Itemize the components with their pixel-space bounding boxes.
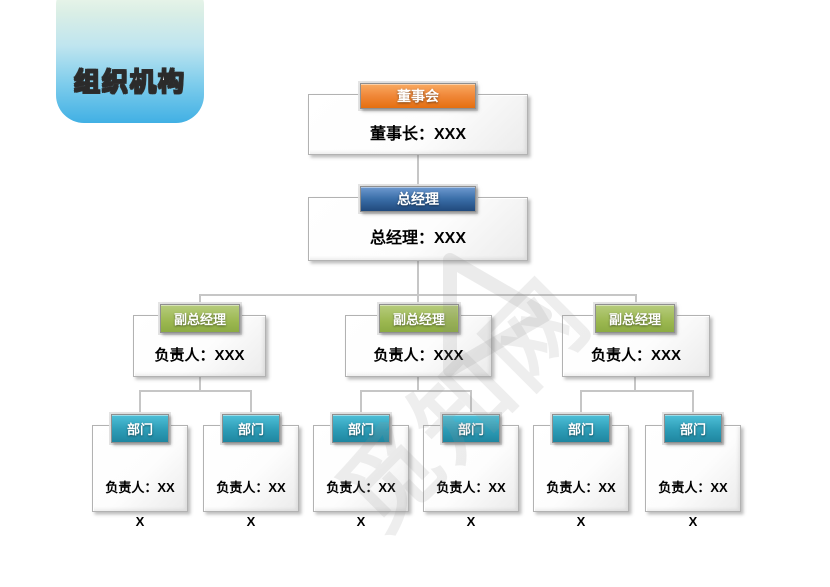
connector-line — [199, 294, 201, 305]
node-dept-tab: 部门 — [332, 414, 390, 443]
node-dept-title: 部门 — [347, 422, 374, 437]
node-dept-title: 部门 — [126, 422, 153, 437]
node-deputy-detail: 负责人：XXX — [373, 346, 464, 364]
connector-line — [250, 390, 252, 415]
node-dept-tab: 部门 — [111, 414, 169, 443]
connector-line — [199, 377, 201, 391]
connector-line — [417, 294, 419, 305]
node-dept-detail: 负责人：XX — [105, 480, 175, 495]
node-deputy-tab: 副总经理 — [160, 304, 240, 333]
node-deputy-detail: 负责人：XXX — [590, 346, 681, 364]
node-deputy-detail: 负责人：XXX — [154, 346, 245, 364]
node-dept-tab: 部门 — [664, 414, 722, 443]
node-deputy-tab: 副总经理 — [595, 304, 675, 333]
connector-line — [692, 390, 694, 415]
title-badge: 组织机构 — [56, 0, 204, 123]
node-dept-tab: 部门 — [442, 414, 500, 443]
node-dept-detail: 负责人：XX — [436, 480, 506, 495]
node-dept-title: 部门 — [237, 422, 264, 437]
connector-line — [139, 390, 141, 415]
node-dept-detail-overflow: X — [246, 514, 256, 529]
connector-line — [417, 155, 419, 187]
connector-line — [580, 390, 582, 415]
connector-line — [580, 390, 694, 392]
node-gm-tab: 总经理 — [360, 186, 476, 212]
node-gm-title: 总经理 — [397, 191, 439, 207]
node-deputy-tab: 副总经理 — [379, 304, 459, 333]
node-dept-tab: 部门 — [552, 414, 610, 443]
node-dept-detail: 负责人：XX — [658, 480, 728, 495]
page-title: 组织机构 — [73, 66, 186, 97]
node-dept-title: 部门 — [679, 422, 706, 437]
node-dept-detail-overflow: X — [135, 514, 145, 529]
connector-line — [635, 294, 637, 305]
node-board-title: 董事会 — [397, 88, 439, 104]
node-dept-detail-overflow: X — [688, 514, 698, 529]
connector-line — [139, 390, 252, 392]
node-dept-detail: 负责人：XX — [216, 480, 286, 495]
node-dept-detail-overflow: X — [466, 514, 476, 529]
connector-line — [634, 377, 636, 391]
connector-line — [470, 390, 472, 415]
node-dept-body: 负责人：XX X — [533, 425, 629, 529]
node-dept-detail-overflow: X — [356, 514, 366, 529]
node-dept-title: 部门 — [567, 422, 594, 437]
node-dept-detail: 负责人：XX — [546, 480, 616, 495]
node-gm-detail: 总经理：XXX — [369, 230, 467, 247]
node-dept-detail: 负责人：XX — [326, 480, 396, 495]
connector-line — [417, 377, 419, 391]
node-dept-title: 部门 — [457, 422, 484, 437]
connector-line — [360, 390, 472, 392]
connector-line — [360, 390, 362, 415]
node-deputy-title: 副总经理 — [173, 312, 226, 327]
node-deputy-title: 副总经理 — [608, 312, 661, 327]
node-board-tab: 董事会 — [360, 83, 476, 109]
node-dept-detail-overflow: X — [576, 514, 586, 529]
node-dept-tab: 部门 — [222, 414, 280, 443]
node-board-detail: 董事长：XXX — [369, 125, 467, 143]
connector-line — [417, 261, 419, 295]
node-deputy-title: 副总经理 — [392, 312, 445, 327]
